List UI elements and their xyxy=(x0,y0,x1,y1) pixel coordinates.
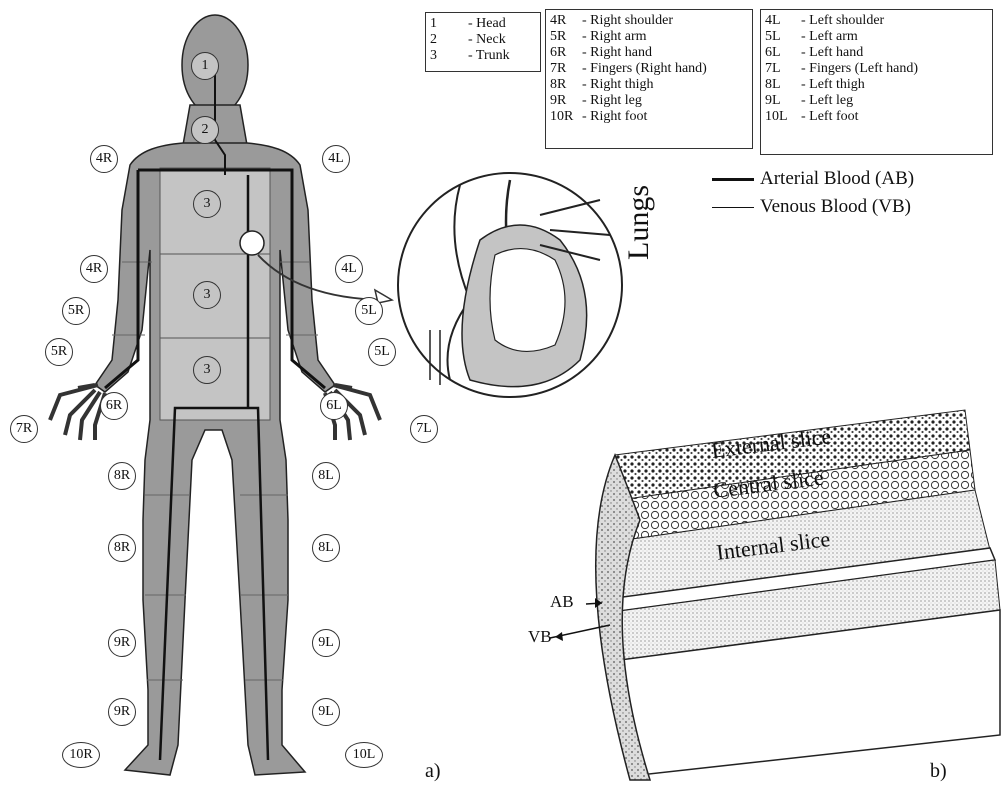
label-foot-left: 10L xyxy=(345,742,383,768)
label-arm-right-upper: 5R xyxy=(62,297,90,325)
legend-label: - Fingers (Left hand) xyxy=(801,61,918,77)
legend-row: 9L- Left leg xyxy=(765,93,988,109)
legend-row: 7L- Fingers (Left hand) xyxy=(765,61,988,77)
label-hand-left: 6L xyxy=(320,392,348,420)
legend-row: 6R- Right hand xyxy=(550,45,748,61)
legend-code: 8L xyxy=(765,77,801,93)
legend-label: - Head xyxy=(468,16,506,32)
label-foot-right: 10R xyxy=(62,742,100,768)
legend-row: 8R- Right thigh xyxy=(550,77,748,93)
legend-code: 1 xyxy=(430,16,468,32)
legend-code: 9R xyxy=(550,93,582,109)
legend-code: 2 xyxy=(430,32,468,48)
legend-label: - Left hand xyxy=(801,45,863,61)
label-shoulder-right-lower: 4R xyxy=(80,255,108,283)
legend-label: - Right foot xyxy=(582,109,647,125)
venous-blood-key: Venous Blood (VB) xyxy=(712,196,911,218)
label-leg-right-lower: 9R xyxy=(108,698,136,726)
legend-code: 7R xyxy=(550,61,582,77)
legend-row: 8L- Left thigh xyxy=(765,77,988,93)
legend-row: 5L- Left arm xyxy=(765,29,988,45)
legend-row: 6L- Left hand xyxy=(765,45,988,61)
legend-row: 1- Head xyxy=(430,16,536,32)
label-shoulder-left-upper: 4L xyxy=(322,145,350,173)
legend-left-side-box: 4L- Left shoulder 5L- Left arm 6L- Left … xyxy=(760,9,993,155)
legend-code: 4L xyxy=(765,13,801,29)
legend-row: 4L- Left shoulder xyxy=(765,13,988,29)
legend-right-side-box: 4R- Right shoulder 5R- Right arm 6R- Rig… xyxy=(545,9,753,149)
legend-row: 5R- Right arm xyxy=(550,29,748,45)
label-leg-right-upper: 9R xyxy=(108,629,136,657)
label-arm-left-upper: 5L xyxy=(355,297,383,325)
arterial-blood-key: Arterial Blood (AB) xyxy=(712,168,914,190)
label-thigh-left-upper: 8L xyxy=(312,462,340,490)
legend-label: - Left arm xyxy=(801,29,858,45)
heart-marker xyxy=(240,231,264,255)
heart-inset xyxy=(398,173,622,397)
label-arm-right-lower: 5R xyxy=(45,338,73,366)
legend-label: - Fingers (Right hand) xyxy=(582,61,707,77)
label-hand-right: 6R xyxy=(100,392,128,420)
legend-label: - Right arm xyxy=(582,29,647,45)
legend-code: 8R xyxy=(550,77,582,93)
legend-label: - Left leg xyxy=(801,93,853,109)
ab-label: AB xyxy=(550,592,574,612)
label-arm-left-lower: 5L xyxy=(368,338,396,366)
legend-row: 4R- Right shoulder xyxy=(550,13,748,29)
legend-row: 7R- Fingers (Right hand) xyxy=(550,61,748,77)
label-fingers-right: 7R xyxy=(10,415,38,443)
legend-label: - Left thigh xyxy=(801,77,865,93)
tissue-cylinder xyxy=(550,410,1000,780)
label-trunk-middle: 3 xyxy=(193,281,221,309)
legend-row: 3- Trunk xyxy=(430,48,536,64)
venous-key-label: Venous Blood (VB) xyxy=(760,196,911,217)
legend-label: - Right hand xyxy=(582,45,652,61)
legend-code: 9L xyxy=(765,93,801,109)
label-trunk-lower: 3 xyxy=(193,356,221,384)
label-neck: 2 xyxy=(191,116,219,144)
legend-label: - Trunk xyxy=(468,48,510,64)
label-thigh-right-upper: 8R xyxy=(108,462,136,490)
legend-code: 3 xyxy=(430,48,468,64)
legend-code: 7L xyxy=(765,61,801,77)
legend-row: 10L- Left foot xyxy=(765,109,988,125)
lungs-label: Lungs xyxy=(622,185,656,260)
vb-label: VB xyxy=(528,627,552,647)
legend-label: - Left foot xyxy=(801,109,859,125)
legend-label: - Right thigh xyxy=(582,77,654,93)
legend-label: - Right leg xyxy=(582,93,642,109)
venous-line-icon xyxy=(712,207,754,208)
panel-label-b: b) xyxy=(930,760,947,783)
legend-code: 10R xyxy=(550,109,582,125)
label-leg-left-lower: 9L xyxy=(312,698,340,726)
label-thigh-left-lower: 8L xyxy=(312,534,340,562)
legend-row: 2- Neck xyxy=(430,32,536,48)
legend-row: 10R- Right foot xyxy=(550,109,748,125)
legend-label: - Left shoulder xyxy=(801,13,884,29)
legend-label: - Neck xyxy=(468,32,506,48)
label-head: 1 xyxy=(191,52,219,80)
legend-label: - Right shoulder xyxy=(582,13,673,29)
legend-torso-box: 1- Head 2- Neck 3- Trunk xyxy=(425,12,541,72)
label-fingers-left: 7L xyxy=(410,415,438,443)
label-trunk-upper: 3 xyxy=(193,190,221,218)
legend-code: 4R xyxy=(550,13,582,29)
panel-label-a: a) xyxy=(425,760,441,783)
arterial-line-icon xyxy=(712,178,754,181)
legend-row: 9R- Right leg xyxy=(550,93,748,109)
label-shoulder-left-lower: 4L xyxy=(335,255,363,283)
arterial-key-label: Arterial Blood (AB) xyxy=(760,168,914,189)
legend-code: 10L xyxy=(765,109,801,125)
legend-code: 5R xyxy=(550,29,582,45)
label-leg-left-upper: 9L xyxy=(312,629,340,657)
legend-code: 5L xyxy=(765,29,801,45)
label-thigh-right-lower: 8R xyxy=(108,534,136,562)
legend-code: 6L xyxy=(765,45,801,61)
legend-code: 6R xyxy=(550,45,582,61)
label-shoulder-right-upper: 4R xyxy=(90,145,118,173)
right-hand-shape xyxy=(50,385,105,440)
